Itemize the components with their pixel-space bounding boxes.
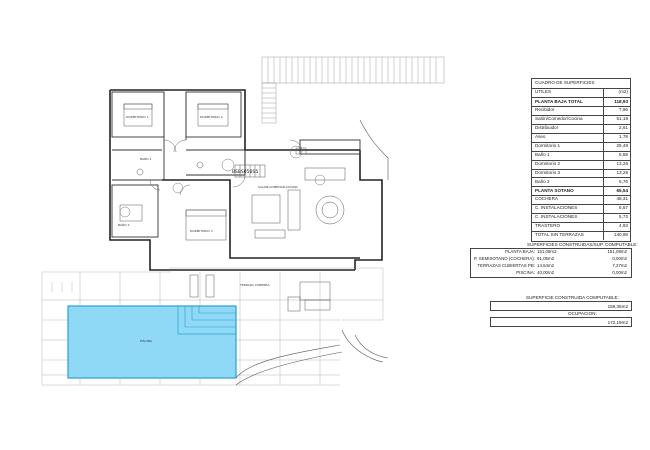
built-row-computable: 151,08m2 <box>607 249 627 254</box>
outdoor-furniture <box>189 274 331 312</box>
built-row-label: PISCINA: <box>516 270 535 275</box>
surfaces-row-label: Recibidor <box>535 107 555 113</box>
room-label-bath2: BAÑO 2 <box>118 222 130 227</box>
built-row-built: 40,00m2 <box>537 270 555 275</box>
room-label-living: SALÓN-COMEDOR-COCINA <box>258 184 299 189</box>
surfaces-total-value: 140,98 <box>603 231 630 241</box>
built-row-label: TERRAZAS CUBIERTAS PB: <box>477 263 535 268</box>
surfaces-total-row: TOTAL SIN TERRAZAS 140,98 <box>532 231 630 241</box>
computable-box: 158,35m2 <box>490 301 632 311</box>
room-label-terrace: TERRAZA CUBIERTA <box>239 283 270 287</box>
computable-value: 158,35m2 <box>607 303 628 309</box>
surfaces-row-value: 65,54 <box>603 186 630 196</box>
occupation-box: 172,19m2 <box>490 317 632 327</box>
surfaces-row-label: C. INSTALACIONES <box>535 205 578 211</box>
occupation-title: OCUPACION: <box>568 311 597 316</box>
built-row-computable: 7,27m2 <box>612 263 627 268</box>
surfaces-row: Dormitorio 1 25,48 <box>532 141 630 152</box>
furniture <box>119 103 346 241</box>
room-label-bed3: DORMITORIO 3 <box>190 229 213 233</box>
surfaces-total-label: TOTAL SIN TERRAZAS <box>535 232 584 238</box>
built-row: PISCINA:40,00m2 0,00m2 <box>471 270 631 277</box>
surfaces-row-value: 6,57 <box>603 204 630 214</box>
surfaces-row: Aseo 1,78 <box>532 133 630 143</box>
built-row-label: PLANTA BAJA: <box>505 249 535 254</box>
surfaces-row: Dormitorio 3 13,28 <box>532 168 630 179</box>
surfaces-row-value: 118,93 <box>603 97 630 107</box>
surfaces-row-value: 5,76 <box>603 177 630 187</box>
garden-curves <box>235 119 389 386</box>
surfaces-row: Salón/Comedor/Cocina 51,18 <box>532 115 630 126</box>
surfaces-row-label: COCHERA <box>535 196 558 202</box>
surfaces-row-value: 7,96 <box>603 106 630 116</box>
surfaces-row: Recibidor 7,96 <box>532 106 630 117</box>
surfaces-row: PLANTA SOTANO 65,54 <box>532 186 630 197</box>
surfaces-row-label: Dormitorio 1 <box>535 143 561 149</box>
surfaces-row-value: 48,31 <box>603 195 630 205</box>
surfaces-row-value: 5,58 <box>603 150 630 160</box>
stairs <box>234 147 307 178</box>
built-row: TERRAZAS CUBIERTAS PB:14,54m2 7,27m2 <box>471 263 631 270</box>
built-row: P. SEMISOTANO (COCHERA):91,05m2 0,00m2 <box>471 256 631 263</box>
surfaces-row-value: 51,18 <box>603 115 630 125</box>
surfaces-row: C. INSTALACIONES 6,57 <box>532 204 630 215</box>
surfaces-row-label: Distribuidor <box>535 125 559 131</box>
computable-title: SUPERFICIE CONSTRUIDA COMPUTABLE: <box>526 295 619 300</box>
surfaces-table: CUADRO DE SUPERFICIES UTILES (m2) PLANTA… <box>531 78 631 242</box>
surfaces-row: Distribuidor 2,61 <box>532 124 630 134</box>
built-row-built: 14,54m2 <box>537 263 555 268</box>
surfaces-row: C. INSTALACIONES 5,73 <box>532 213 630 223</box>
surfaces-row-label: Baño 1 <box>535 151 550 157</box>
section-markers <box>119 145 326 218</box>
surfaces-header-label: UTILES <box>535 89 552 95</box>
surfaces-row: Baño 2 5,76 <box>532 177 630 188</box>
surfaces-row: PLANTA BAJA TOTAL 118,93 <box>532 97 630 108</box>
room-label-pool: PISCINA <box>140 339 153 343</box>
pool <box>67 305 237 379</box>
built-row-built: 151,08m2 <box>537 249 557 254</box>
built-row-computable: 0,00m2 <box>612 256 627 261</box>
built-row-computable: 0,00m2 <box>612 270 627 275</box>
surfaces-row: Dormitorio 2 13,26 <box>532 159 630 170</box>
surfaces-row-label: C. INSTALACIONES <box>535 214 578 220</box>
surfaces-row-label: PLANTA SOTANO <box>535 187 574 193</box>
surfaces-row: Baño 1 5,58 <box>532 150 630 161</box>
surfaces-row-label: Dormitorio 2 <box>535 160 561 166</box>
house-walls <box>109 89 383 271</box>
surfaces-row-value: 4,93 <box>603 222 630 231</box>
surfaces-row: TRASTERO 4,93 <box>532 222 630 232</box>
surfaces-row-label: TRASTERO <box>535 223 561 229</box>
built-table-title: SUPERFICIES CONSTRUIDAS/SUP. COMPUTABLE: <box>527 242 638 247</box>
interior-walls <box>111 91 361 238</box>
surfaces-row-value: 1,78 <box>603 133 630 142</box>
built-row-label: P. SEMISOTANO (COCHERA): <box>473 256 535 261</box>
surfaces-row-label: Baño 2 <box>535 178 550 184</box>
surfaces-row-value: 13,28 <box>603 168 630 178</box>
surfaces-row-value: 5,73 <box>603 213 630 222</box>
surfaces-row: COCHERA 48,31 <box>532 195 630 206</box>
surfaces-row-value: 13,26 <box>603 159 630 169</box>
surfaces-row-label: Dormitorio 3 <box>535 169 561 175</box>
built-row-built: 91,05m2 <box>537 256 555 261</box>
room-label-bath1: BAÑO 1 <box>140 156 152 161</box>
occupation-value: 172,19m2 <box>607 319 628 325</box>
surfaces-row-label: Salón/Comedor/Cocina <box>535 116 583 122</box>
surfaces-row-value: 2,61 <box>603 124 630 133</box>
stair-code: BSBS05BS5 <box>232 169 258 175</box>
surfaces-row-value: 25,48 <box>603 141 630 151</box>
surfaces-row-label: Aseo <box>535 134 546 140</box>
upper-terrace <box>261 56 445 124</box>
surfaces-title-row: CUADRO DE SUPERFICIES <box>532 79 630 90</box>
surfaces-header-row: UTILES (m2) <box>532 88 630 99</box>
surfaces-row-label: PLANTA BAJA TOTAL <box>535 98 583 104</box>
surfaces-header-unit: (m2) <box>603 88 630 98</box>
surfaces-title: CUADRO DE SUPERFICIES <box>535 80 595 86</box>
room-label-bed1: DORMITORIO 1 <box>126 115 149 119</box>
room-label-bed2: DORMITORIO 2 <box>200 115 223 119</box>
